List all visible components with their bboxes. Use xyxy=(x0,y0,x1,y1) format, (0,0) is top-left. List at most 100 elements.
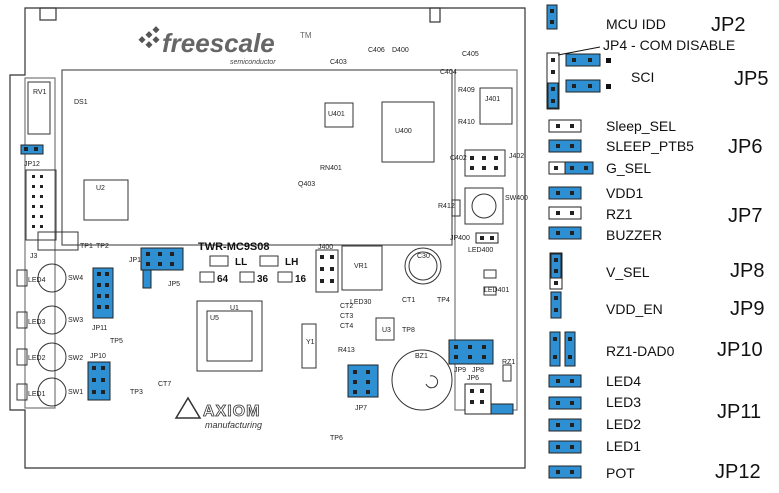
silk-label: CT4 xyxy=(340,323,353,330)
silk-label: U5 xyxy=(210,315,219,322)
silk-label: TP2 xyxy=(96,243,109,250)
jp4-jp5-jumper xyxy=(546,46,611,110)
silk-label: C402 xyxy=(450,155,467,162)
silk-label: VR1 xyxy=(354,263,368,270)
axiom-text: AXIOM xyxy=(203,403,260,420)
silk-label: C30 xyxy=(417,253,430,260)
board-components xyxy=(16,81,513,411)
legend-jp: JP6 xyxy=(728,136,762,158)
silk-label: C405 xyxy=(462,51,479,58)
legend-jp: JP9 xyxy=(730,298,764,320)
legend-label: VDD1 xyxy=(606,185,644,201)
silk-label: R410 xyxy=(458,119,475,126)
silk-label: U401 xyxy=(328,111,345,118)
legend-label: LED2 xyxy=(606,416,641,432)
mcu-option-16: 16 xyxy=(295,274,307,285)
jp8-jumper xyxy=(549,252,563,290)
mcu-option-lh: LH xyxy=(285,257,298,268)
silk-label: LED30 xyxy=(350,299,372,306)
silk-label: SW2 xyxy=(68,355,83,362)
silk-label: J400 xyxy=(318,244,333,251)
legend-label: VDD_EN xyxy=(606,301,663,317)
silk-label: LED400 xyxy=(468,247,493,254)
jp11-jumper xyxy=(548,374,582,454)
silk-label: Y1 xyxy=(306,339,315,346)
board-jumpers xyxy=(20,144,514,415)
u5-chip xyxy=(196,300,263,372)
legend-jp: JP2 xyxy=(711,14,745,36)
silk-label: JP400 xyxy=(450,235,470,242)
sw400-switch xyxy=(464,187,504,225)
board-pin-grids xyxy=(32,156,498,283)
silk-label: JP5 xyxy=(168,281,180,288)
u401-chip xyxy=(324,102,354,128)
jp6-jumper xyxy=(548,119,594,175)
silk-label: JP10 xyxy=(90,353,106,360)
silk-label: LED401 xyxy=(484,287,509,294)
silk-label: JP9 xyxy=(454,367,466,374)
jp2-jumper xyxy=(546,4,558,30)
rv1-pot xyxy=(27,81,51,135)
silk-label: J3 xyxy=(30,253,38,260)
logo-text: freescale xyxy=(162,28,275,58)
legend-label: V_SEL xyxy=(606,264,650,280)
silk-label: C406 xyxy=(368,47,385,54)
bz1-buzzer xyxy=(391,349,453,411)
silk-label: BZ1 xyxy=(415,353,428,360)
silk-label: SW4 xyxy=(68,275,83,282)
legend-jp: JP5 xyxy=(734,68,768,90)
silk-label: LED1 xyxy=(28,391,46,398)
jp4-pointer-line xyxy=(557,46,601,56)
legend-jp: JP12 xyxy=(715,461,761,483)
silk-label: TP1 xyxy=(80,243,93,250)
silk-label: SW400 xyxy=(505,195,528,202)
y1-crystal xyxy=(301,323,317,369)
legend-jp: JP10 xyxy=(717,339,763,361)
legend-label: LED1 xyxy=(606,438,641,454)
u400-chip xyxy=(381,101,435,163)
u3-chip xyxy=(375,317,395,341)
board-model: TWR-MC9S08 xyxy=(198,241,270,253)
silk-label: TP8 xyxy=(402,327,415,334)
sw1-button xyxy=(37,377,67,407)
logo-sub: semiconductor xyxy=(230,59,276,66)
silk-label: JP6 xyxy=(467,375,479,382)
legend-jp: JP8 xyxy=(730,260,764,282)
freescale-mark-icon xyxy=(138,26,160,49)
legend-jp: JP7 xyxy=(728,205,762,227)
jp7-jumper xyxy=(548,186,582,240)
silk-label: CT1 xyxy=(402,297,415,304)
silk-label: RN401 xyxy=(320,165,342,172)
mcu-option-ll: LL xyxy=(235,257,247,268)
silk-label: CT3 xyxy=(340,313,353,320)
jp12-jumper xyxy=(548,465,582,479)
c30-inner xyxy=(408,251,438,281)
legend-label: G_SEL xyxy=(606,160,651,176)
legend-label: LED4 xyxy=(606,373,641,389)
silk-label: JP8 xyxy=(472,367,484,374)
sw4-button xyxy=(37,263,67,293)
silk-label: LED2 xyxy=(28,355,46,362)
vr1-regulator xyxy=(341,245,383,291)
j402-header xyxy=(464,149,506,177)
axiom-logo: AXIOM manufacturing xyxy=(174,396,262,430)
silk-label: RZ1 xyxy=(502,359,515,366)
sw3-button xyxy=(37,305,67,335)
mcu-option-64: 64 xyxy=(217,274,229,285)
legend-label: JP4 - COM DISABLE xyxy=(603,37,735,53)
mcu-option-pads xyxy=(199,255,293,283)
silk-label: TP4 xyxy=(437,297,450,304)
jp9-jumper xyxy=(550,291,562,319)
u2-chip xyxy=(83,179,129,221)
jp10-jumper xyxy=(549,331,576,367)
bz1-mark xyxy=(425,375,439,389)
jumper-legend: MCU IDD JP2 JP4 - COM DISABLE SCI JP5 Sl… xyxy=(546,4,768,483)
board-outline xyxy=(9,7,526,469)
legend-label: RZ1-DAD0 xyxy=(606,343,675,359)
silk-label: TP3 xyxy=(130,389,143,396)
axiom-sub: manufacturing xyxy=(205,420,262,430)
legend-jp: JP11 xyxy=(717,401,761,423)
mcu-option-36: 36 xyxy=(257,274,269,285)
silk-label: CT7 xyxy=(158,381,171,388)
